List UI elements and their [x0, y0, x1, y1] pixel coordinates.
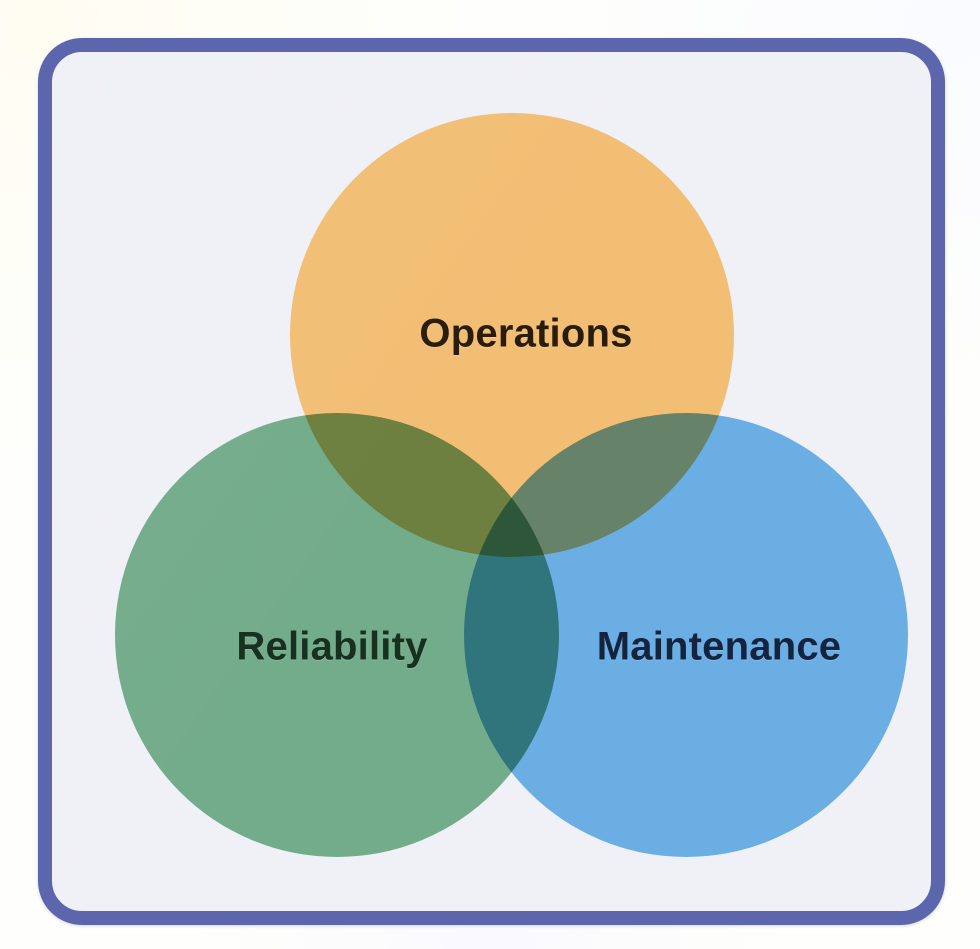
venn-circle-maintenance[interactable]	[464, 413, 908, 857]
venn-label-operations: Operations	[419, 311, 633, 356]
venn-diagram-card: Operations Reliability Maintenance	[38, 38, 945, 925]
venn-label-maintenance: Maintenance	[596, 624, 842, 669]
venn-diagram-canvas: Operations Reliability Maintenance	[52, 52, 931, 911]
venn-label-reliability: Reliability	[236, 624, 428, 669]
